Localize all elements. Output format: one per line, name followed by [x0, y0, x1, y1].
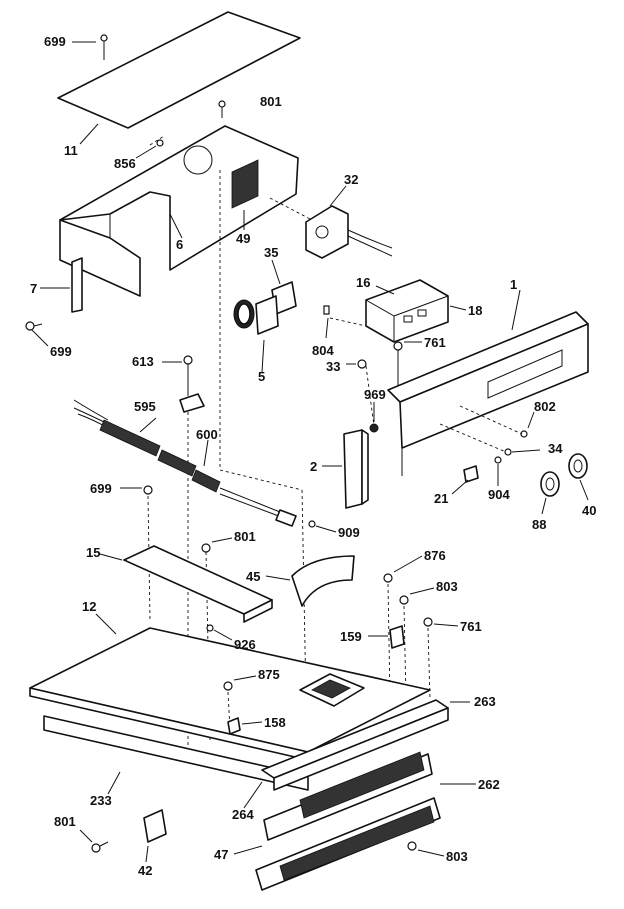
part-158-clip: [227, 717, 263, 735]
callout-761-upper: 761: [424, 335, 446, 350]
callout-600: 600: [196, 427, 218, 442]
part-21-clip: [451, 465, 479, 495]
callout-262: 262: [478, 777, 500, 792]
callout-2: 2: [310, 459, 318, 474]
part-262-grille: [263, 751, 476, 841]
part-11-top-panel: [57, 11, 301, 145]
callout-801-middle: 801: [234, 529, 256, 544]
callout-88: 88: [532, 517, 547, 532]
part-5-sensor: [233, 295, 279, 373]
part-40-knob: [568, 453, 589, 501]
part-926-fastener: [206, 624, 233, 641]
part-904-fastener: [494, 456, 502, 486]
callout-233: 233: [90, 793, 112, 808]
callout-49: 49: [236, 231, 251, 246]
part-7-bracket: [40, 257, 83, 313]
callout-761-lower: 761: [460, 619, 482, 634]
callout-33: 33: [326, 359, 341, 374]
part-fan-housing: [299, 673, 365, 707]
part-801-screw-upper: [218, 100, 226, 118]
callout-47: 47: [214, 847, 229, 862]
part-32-switch: [269, 185, 393, 259]
part-600-wire-harness: [157, 439, 297, 527]
part-34-fastener: [439, 423, 541, 456]
callout-699-top: 699: [44, 34, 66, 49]
callout-875: 875: [258, 667, 280, 682]
callout-876: 876: [424, 548, 446, 563]
callout-11: 11: [64, 143, 78, 158]
callout-35: 35: [264, 245, 279, 260]
part-264-strip: [243, 781, 263, 809]
callout-158: 158: [264, 715, 286, 730]
callout-263: 263: [474, 694, 496, 709]
callout-7: 7: [30, 281, 38, 296]
callout-801-top: 801: [260, 94, 282, 109]
part-803-screw-lower: [407, 841, 445, 857]
callout-856: 856: [114, 156, 136, 171]
callout-40: 40: [582, 503, 597, 518]
part-42-bracket: [143, 809, 167, 863]
callout-32: 32: [344, 172, 359, 187]
part-699-screw-left: [25, 321, 49, 347]
callout-1: 1: [510, 277, 518, 292]
part-159-bracket: [368, 625, 405, 649]
part-33-clip: [346, 359, 375, 427]
callout-18: 18: [468, 303, 483, 318]
part-88-knob: [540, 471, 560, 515]
part-16-control-board: [329, 279, 467, 343]
callout-159: 159: [340, 629, 362, 644]
callout-45: 45: [246, 569, 261, 584]
callout-904: 904: [488, 487, 510, 502]
part-699-screw-top: [72, 34, 108, 60]
callout-595: 595: [134, 399, 156, 414]
part-856-fastener: [135, 139, 164, 159]
callout-969: 969: [364, 387, 386, 402]
callout-12: 12: [82, 599, 97, 614]
callout-699-middle: 699: [90, 481, 112, 496]
part-595-wire-harness: [73, 399, 161, 457]
callout-5: 5: [258, 369, 266, 384]
part-15-shelf: [99, 545, 273, 623]
part-803-screw-upper: [399, 587, 435, 701]
callout-613: 613: [132, 354, 154, 369]
callout-16: 16: [356, 275, 371, 290]
part-761-screw-upper: [393, 341, 422, 386]
part-45-duct: [265, 555, 355, 607]
callout-926: 926: [234, 637, 256, 652]
callout-34: 34: [548, 441, 563, 456]
callout-15: 15: [86, 545, 101, 560]
callout-803-lower: 803: [446, 849, 468, 864]
callout-699-left: 699: [50, 344, 72, 359]
callout-42: 42: [138, 863, 153, 878]
part-6-housing: [59, 125, 299, 470]
part-761-screw-lower: [423, 617, 459, 701]
callout-909: 909: [338, 525, 360, 540]
callout-802: 802: [534, 399, 556, 414]
part-801-screw-lower: [79, 829, 109, 853]
part-802-fastener: [459, 405, 535, 438]
part-969-fastener: [369, 402, 379, 433]
part-263-trim: [261, 699, 470, 791]
callout-804: 804: [312, 343, 334, 358]
part-1-control-panel: [387, 289, 589, 476]
part-47-kick-panel: [233, 797, 441, 891]
callout-801-lower: 801: [54, 814, 76, 829]
callout-803-upper: 803: [436, 579, 458, 594]
callout-6: 6: [176, 237, 184, 252]
part-804-fastener: [323, 305, 330, 339]
part-233-lower-panel: [43, 715, 309, 795]
part-49-grille: [231, 159, 259, 230]
callout-264: 264: [232, 807, 254, 822]
part-2-bracket: [322, 429, 369, 509]
callout-21: 21: [434, 491, 449, 506]
